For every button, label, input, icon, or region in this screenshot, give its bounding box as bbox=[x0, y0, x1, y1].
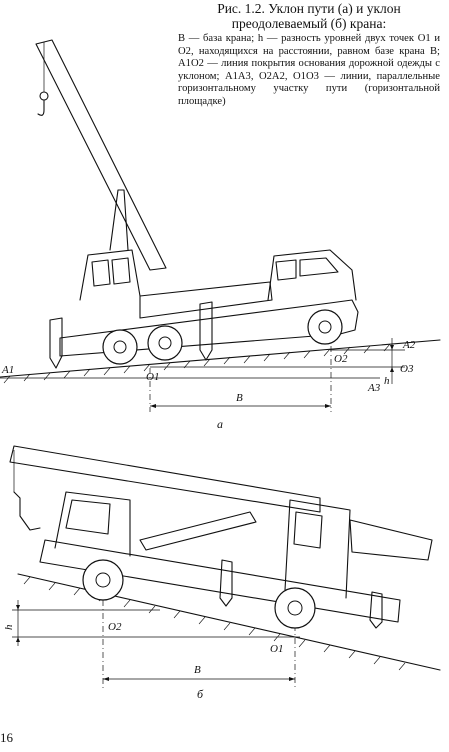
boom-cylinder-a bbox=[109, 189, 129, 251]
crane-cabin-windows-a bbox=[91, 257, 131, 287]
label-o2-b: O2 bbox=[108, 621, 122, 633]
figure-a-drawing: A1 O1 O2 A2 O3 A3 h B а bbox=[0, 39, 441, 431]
outrigger-2-b bbox=[369, 591, 383, 629]
cab-window-b bbox=[65, 499, 111, 535]
cab-windows-a bbox=[275, 257, 339, 281]
crane-cabin-window-b bbox=[293, 511, 323, 549]
page-number: 16 bbox=[0, 730, 13, 745]
crane-boom-b bbox=[9, 445, 321, 513]
label-h-a: h bbox=[384, 375, 390, 387]
label-a2: A2 bbox=[402, 339, 416, 351]
crane-cabin-b bbox=[284, 499, 351, 599]
subcaption-a: а bbox=[217, 417, 223, 431]
outrigger-rear-a bbox=[49, 317, 63, 369]
counterweight-b bbox=[349, 519, 433, 561]
crane-boom-a bbox=[35, 39, 167, 271]
truck-cab-a bbox=[267, 249, 357, 301]
truck-cab-b bbox=[54, 491, 131, 557]
label-o1-b: O1 bbox=[270, 643, 283, 655]
label-a1: A1 bbox=[1, 364, 14, 376]
label-h-b: h bbox=[3, 624, 15, 630]
figure-caption-title: Рис. 1.2. Уклон пути (а) и уклон преодол… bbox=[217, 1, 401, 31]
subcaption-b: б bbox=[197, 687, 204, 701]
figure-caption-text: B — база крана; h — разность уровней дву… bbox=[178, 33, 440, 107]
figure-caption-body: B — база крана; h — разность уровней дву… bbox=[178, 33, 440, 109]
label-a3: A3 bbox=[367, 382, 381, 394]
figure-b-drawing: h O2 O1 B б bbox=[3, 445, 441, 701]
hook-block-a bbox=[39, 91, 49, 101]
crane-cabin-a bbox=[79, 249, 141, 301]
label-o1-a: O1 bbox=[146, 371, 159, 383]
crane-platform-a bbox=[139, 281, 273, 319]
label-o3: O3 bbox=[400, 363, 414, 375]
outrigger-1-b bbox=[219, 559, 233, 607]
hook-a bbox=[37, 99, 45, 116]
label-o2-a: O2 bbox=[334, 353, 348, 365]
truck-chassis-b bbox=[39, 539, 401, 623]
outrigger-front-a bbox=[199, 301, 213, 361]
ground-hatch-a bbox=[3, 343, 391, 384]
slope-line-a bbox=[0, 339, 441, 378]
label-b-a: B bbox=[236, 392, 243, 404]
jib-b bbox=[13, 491, 41, 531]
slope-line-b bbox=[17, 573, 441, 671]
boom-cylinder-b bbox=[139, 511, 257, 551]
label-b-b: B bbox=[194, 664, 201, 676]
